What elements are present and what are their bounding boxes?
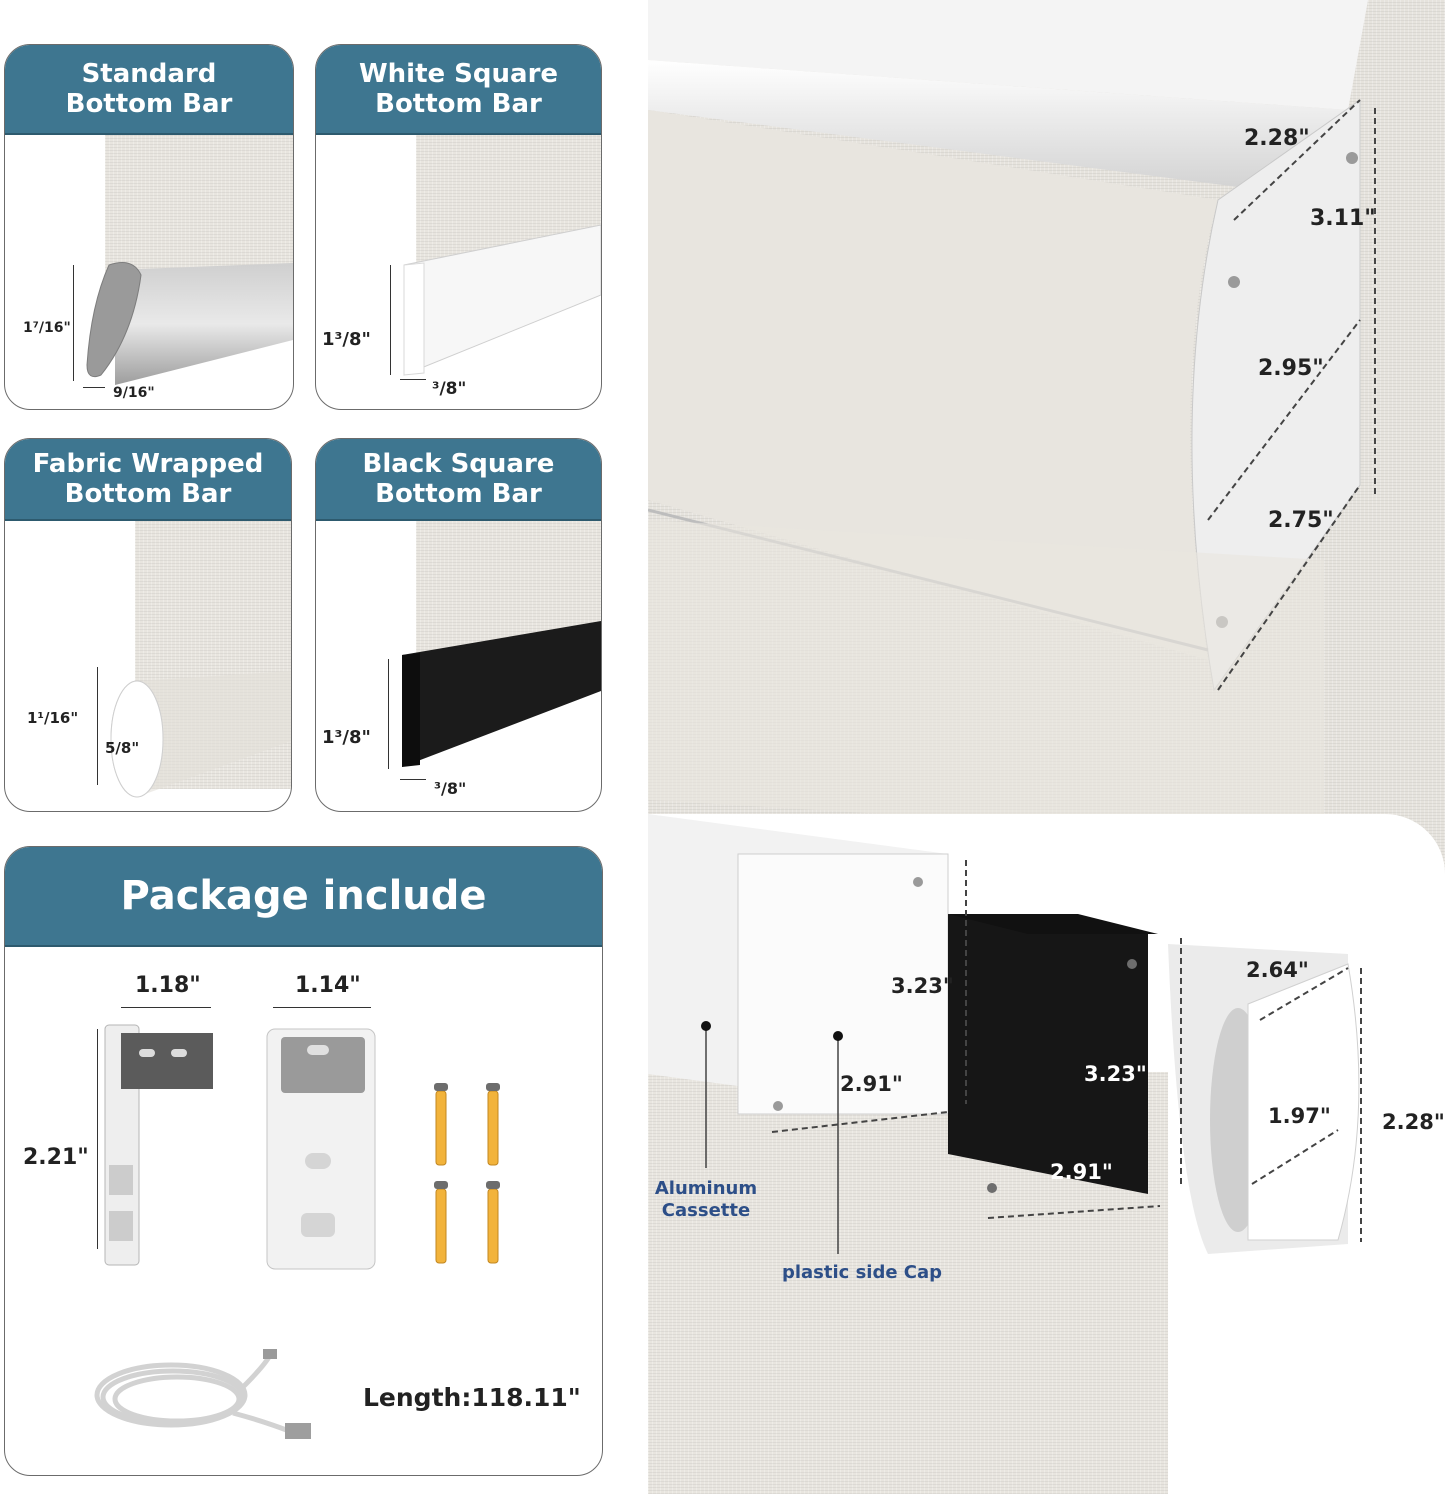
height-label: 1¹/16" — [27, 709, 79, 727]
mounting-bracket-front-icon — [266, 1028, 376, 1270]
card-standard-bottom-bar: Standard Bottom Bar 1⁷/16" 9/16" — [4, 44, 294, 410]
cassette-endcap-inset: 3.23" 2.91" 3.23" 2.91" 2.64" 1.97" 2.28… — [648, 814, 1445, 1494]
mounting-bracket-side-icon — [104, 1024, 213, 1266]
rounded-cassette-illustration — [648, 0, 1376, 840]
width-label: 9/16" — [113, 385, 155, 401]
width-label: ³/8" — [434, 779, 467, 798]
round-cap-mid-label: 1.97" — [1268, 1104, 1331, 1128]
card-header: White Square Bottom Bar — [316, 45, 601, 135]
bracket1-height-label: 2.21" — [23, 1145, 89, 1170]
usb-cable-icon — [94, 1349, 311, 1439]
card-title-line2: Bottom Bar — [375, 89, 542, 119]
card-white-square-bottom-bar: White Square Bottom Bar 1³/8" ³/8" — [315, 44, 602, 410]
card-title-line1: Black Square — [362, 449, 555, 479]
height-dim-line — [97, 667, 98, 785]
screw-anchor-set-icon — [434, 1083, 500, 1264]
top-dim-2: 3.11" — [1310, 206, 1376, 231]
height-label: 1³/8" — [322, 727, 371, 748]
width-dim-line — [400, 779, 426, 780]
aluminum-cassette-label: Aluminum Cassette — [648, 1178, 764, 1222]
height-label: 1⁷/16" — [23, 320, 71, 336]
black-square-bar-illustration — [402, 621, 601, 767]
card-title-line1: White Square — [358, 59, 559, 89]
cassette-caps-illustration — [648, 814, 1362, 1254]
card-title-line2: Bottom Bar — [375, 479, 542, 509]
bracket2-width-label: 1.14" — [295, 973, 361, 998]
card-title-line1: Standard — [81, 59, 217, 89]
standard-bar-illustration — [86, 262, 293, 385]
aluminum-label-line2: Cassette — [661, 1200, 751, 1221]
cable-length-label: Length:118.11" — [363, 1383, 581, 1412]
height-dim-line — [388, 659, 389, 769]
bracket1-width-dim-line — [121, 1007, 211, 1008]
card-header: Fabric Wrapped Bottom Bar — [5, 439, 291, 521]
white-cap-height-label: 3.23" — [891, 974, 954, 998]
round-cap-height-label: 2.28" — [1382, 1110, 1445, 1134]
bracket2-width-dim-line — [273, 1007, 371, 1008]
card-title-line1: Fabric Wrapped — [32, 449, 264, 479]
white-cap-width-label: 2.91" — [840, 1072, 903, 1096]
top-dim-3: 2.95" — [1258, 356, 1324, 381]
bracket1-height-dim-line — [97, 1029, 98, 1249]
top-dim-4: 2.75" — [1268, 508, 1334, 533]
black-cap-height-label: 3.23" — [1084, 1062, 1147, 1086]
card-title-line2: Bottom Bar — [64, 479, 232, 509]
height-dim-line — [73, 265, 74, 381]
aluminum-label-line1: Aluminum — [654, 1178, 758, 1199]
height-dim-line — [390, 265, 391, 375]
card-package-include: Package include 1.18" 2.21" 1.14" — [4, 846, 603, 1476]
plastic-side-cap-label: plastic side Cap — [781, 1262, 943, 1283]
card-header: Black Square Bottom Bar — [316, 439, 601, 521]
card-black-square-bottom-bar: Black Square Bottom Bar 1³/8" ³/8" — [315, 438, 602, 812]
card-fabric-wrapped-bottom-bar: Fabric Wrapped Bottom Bar 1¹/16" 5/8" — [4, 438, 292, 812]
package-title: Package include — [120, 873, 487, 919]
cassette-detail-panel: 2.28" 3.11" 2.95" 2.75" — [648, 0, 1445, 1494]
fabric-wrapped-bar-illustration — [110, 671, 291, 798]
card-title-line2: Bottom Bar — [65, 89, 233, 119]
width-dim-line — [400, 379, 426, 380]
width-label: 5/8" — [105, 739, 140, 757]
black-cap-width-label: 2.91" — [1050, 1160, 1113, 1184]
top-dim-1: 2.28" — [1244, 126, 1310, 151]
height-label: 1³/8" — [322, 329, 371, 350]
white-square-bar-illustration — [403, 224, 601, 376]
card-header: Package include — [5, 847, 602, 947]
width-label: ³/8" — [432, 379, 467, 399]
width-dim-line — [83, 387, 105, 388]
card-header: Standard Bottom Bar — [5, 45, 293, 135]
bracket1-width-label: 1.18" — [135, 973, 201, 998]
round-cap-top-label: 2.64" — [1246, 958, 1309, 982]
